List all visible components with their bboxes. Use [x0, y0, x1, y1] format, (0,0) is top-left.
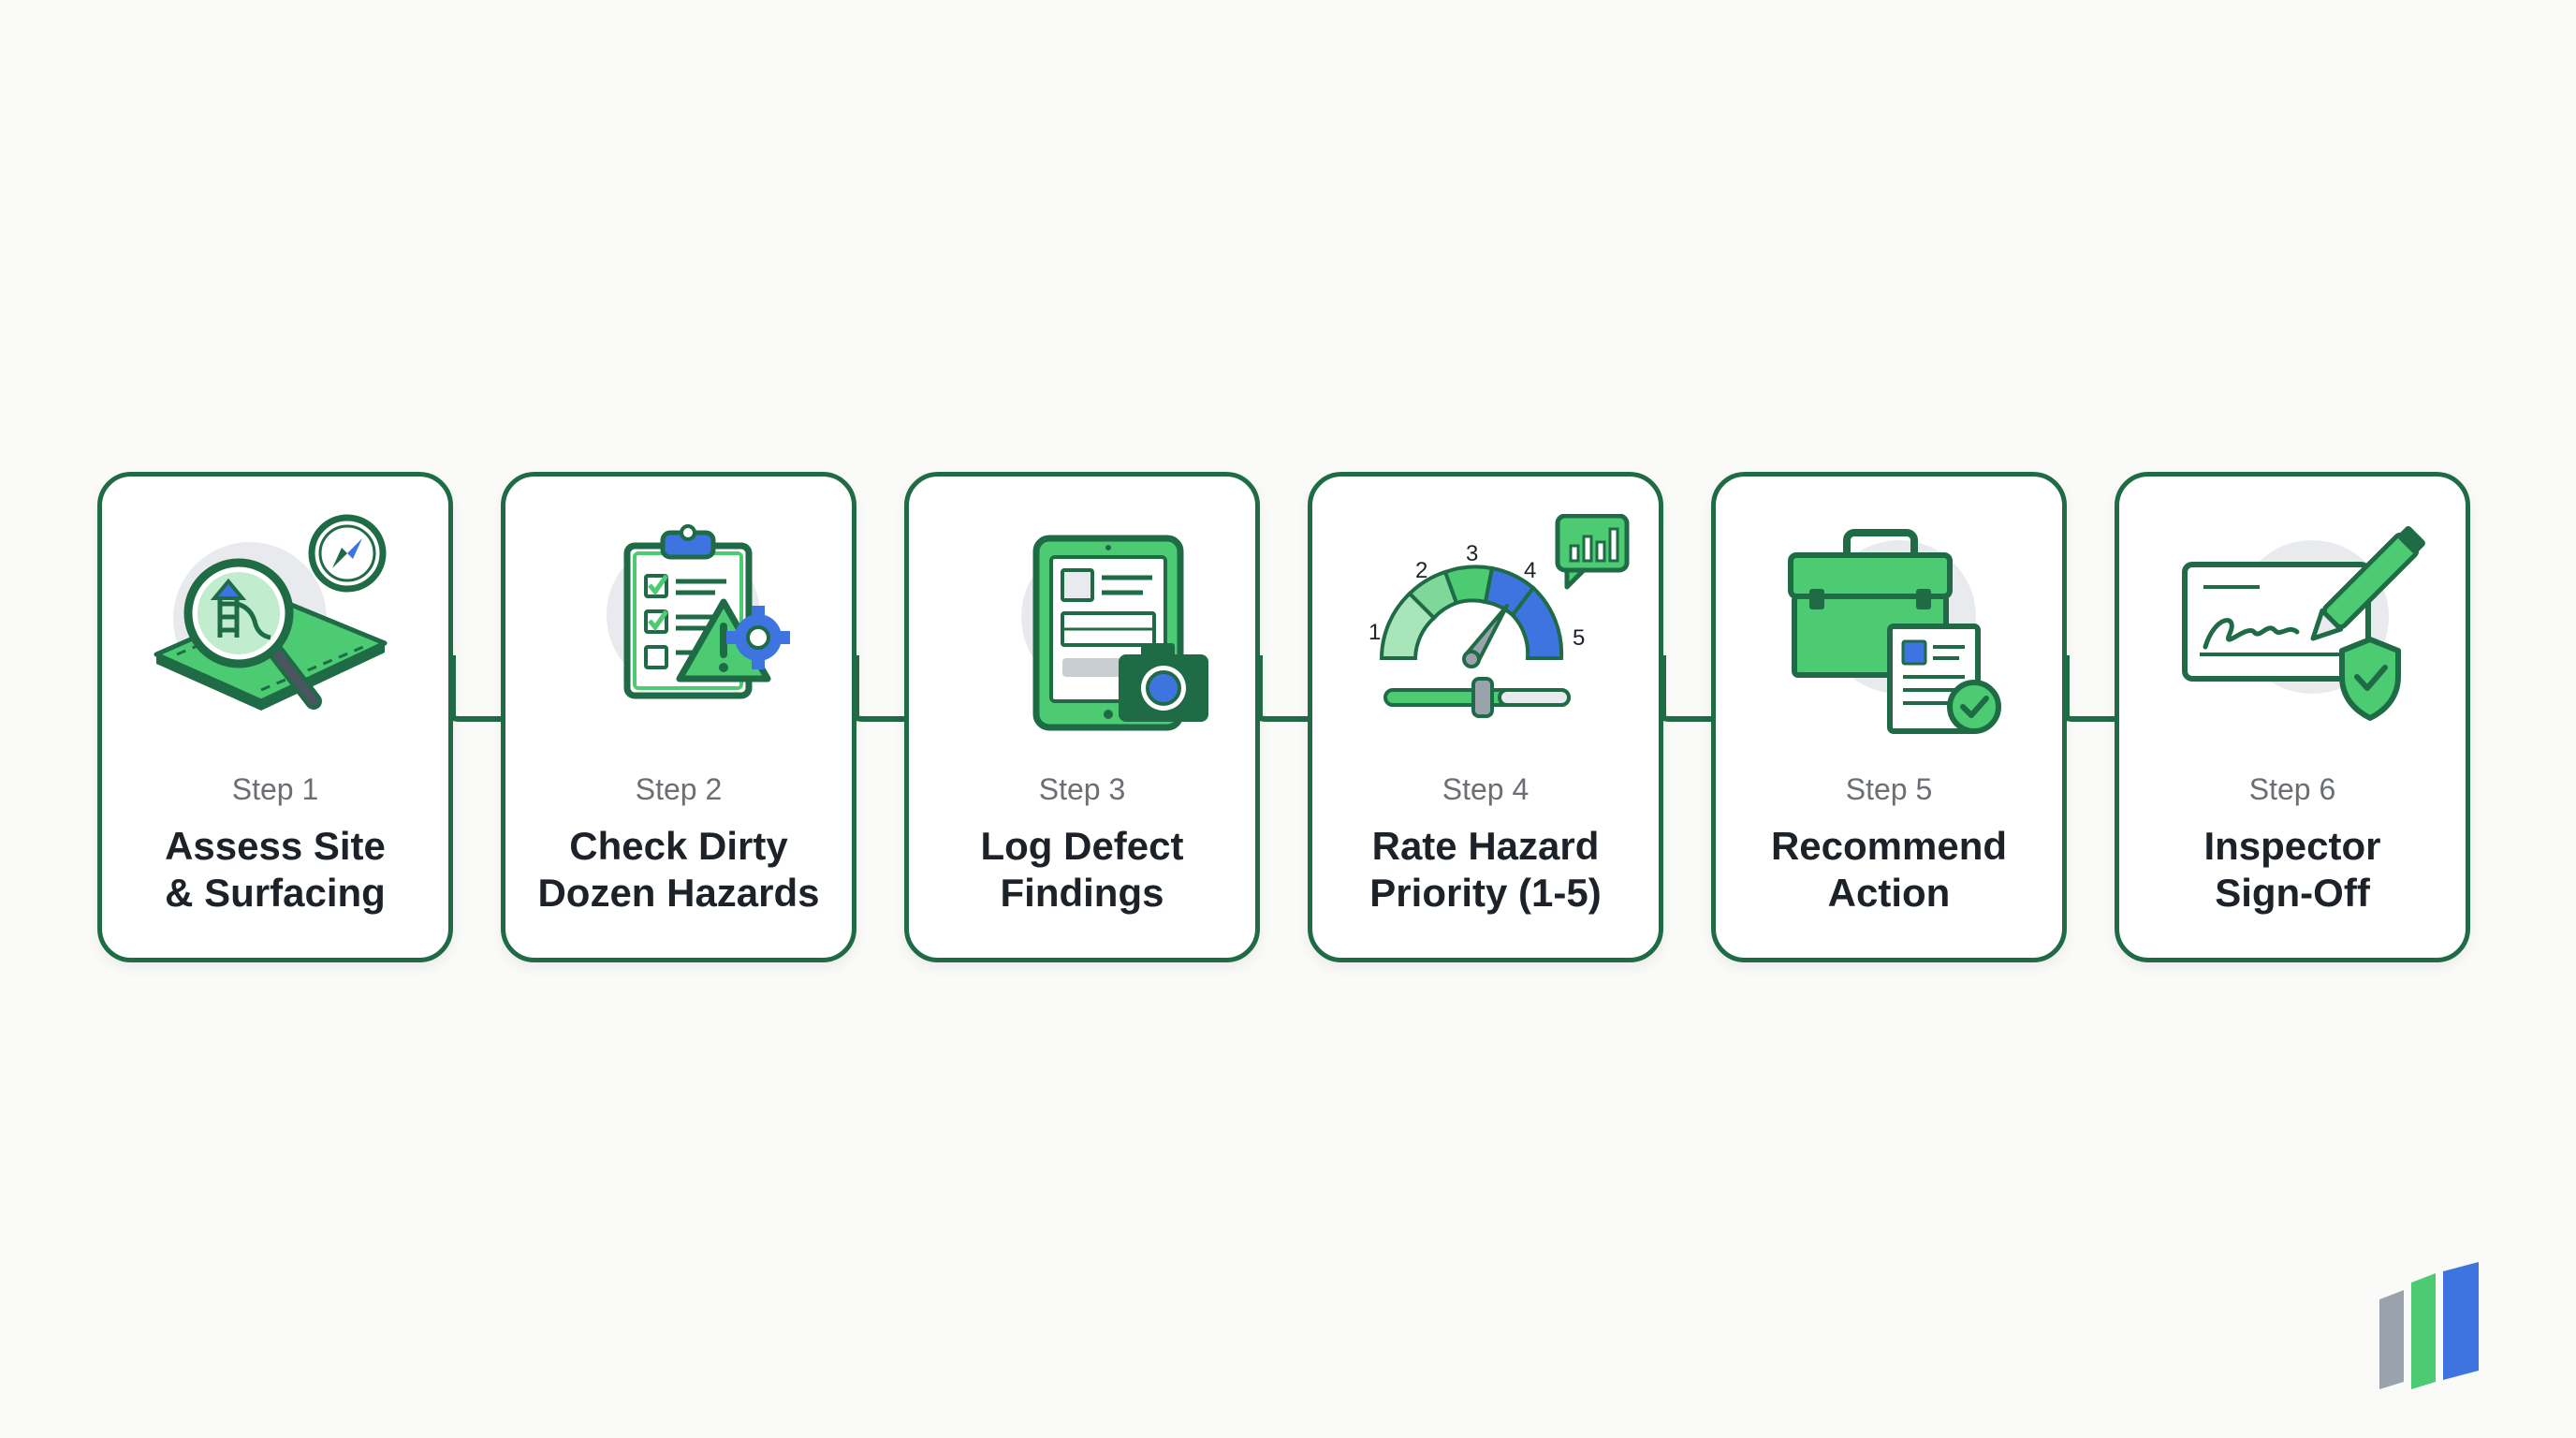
- step-label: Step 2: [635, 772, 723, 806]
- gauge-number: 2: [1415, 558, 1427, 583]
- step-title-line2: Priority (1-5): [1369, 871, 1602, 915]
- step-card-2: Step 2 Check Dirty Dozen Hazards: [501, 472, 856, 962]
- step-label: Step 6: [2248, 772, 2336, 806]
- step-title: Log Defect Findings: [918, 823, 1246, 917]
- step-title-line1: Check Dirty: [569, 824, 788, 868]
- signature-pen-icon: [2157, 514, 2437, 748]
- step-label: Step 4: [1442, 772, 1530, 806]
- gauge-number: 1: [1368, 620, 1381, 645]
- step-title-line1: Inspector: [2203, 824, 2381, 868]
- step-title-line1: Log Defect: [980, 824, 1184, 868]
- step-title-line2: Action: [1827, 871, 1951, 915]
- step-title-line2: Dozen Hazards: [537, 871, 820, 915]
- step-card-6: Step 6 Inspector Sign-Off: [2115, 472, 2470, 962]
- priority-gauge-icon: 1 2 3 4 5: [1350, 514, 1631, 748]
- step-card-3: Step 3 Log Defect Findings: [904, 472, 1260, 962]
- clipboard-checklist-icon: [543, 514, 824, 748]
- tablet-camera-icon: [946, 514, 1227, 748]
- step-label: Step 1: [231, 772, 319, 806]
- gauge-number: 5: [1573, 625, 1585, 651]
- toolbox-report-icon: [1753, 514, 2034, 748]
- step-title: Recommend Action: [1725, 823, 2053, 917]
- step-title-line2: Sign-Off: [2215, 871, 2370, 915]
- step-title-line1: Assess Site: [165, 824, 386, 868]
- gauge-number: 4: [1524, 558, 1536, 583]
- step-label: Step 3: [1038, 772, 1126, 806]
- step-card-1: Step 1 Assess Site & Surfacing: [97, 472, 453, 962]
- step-title: Assess Site & Surfacing: [111, 823, 439, 917]
- brand-logo-icon: [2376, 1262, 2488, 1389]
- step-title-line2: & Surfacing: [165, 871, 386, 915]
- step-title-line2: Findings: [1000, 871, 1164, 915]
- step-title-line1: Recommend: [1770, 824, 2008, 868]
- gauge-number: 3: [1466, 541, 1478, 566]
- step-title: Check Dirty Dozen Hazards: [515, 823, 842, 917]
- step-title-line1: Rate Hazard: [1371, 824, 1600, 868]
- step-title: Inspector Sign-Off: [2129, 823, 2456, 917]
- step-label: Step 5: [1845, 772, 1933, 806]
- playground-magnifier-icon: [139, 514, 420, 748]
- step-card-5: Step 5 Recommend Action: [1711, 472, 2067, 962]
- step-title: Rate Hazard Priority (1-5): [1322, 823, 1649, 917]
- step-card-4: 1 2 3 4 5 Step 4 Rate Hazard Priority (1…: [1308, 472, 1663, 962]
